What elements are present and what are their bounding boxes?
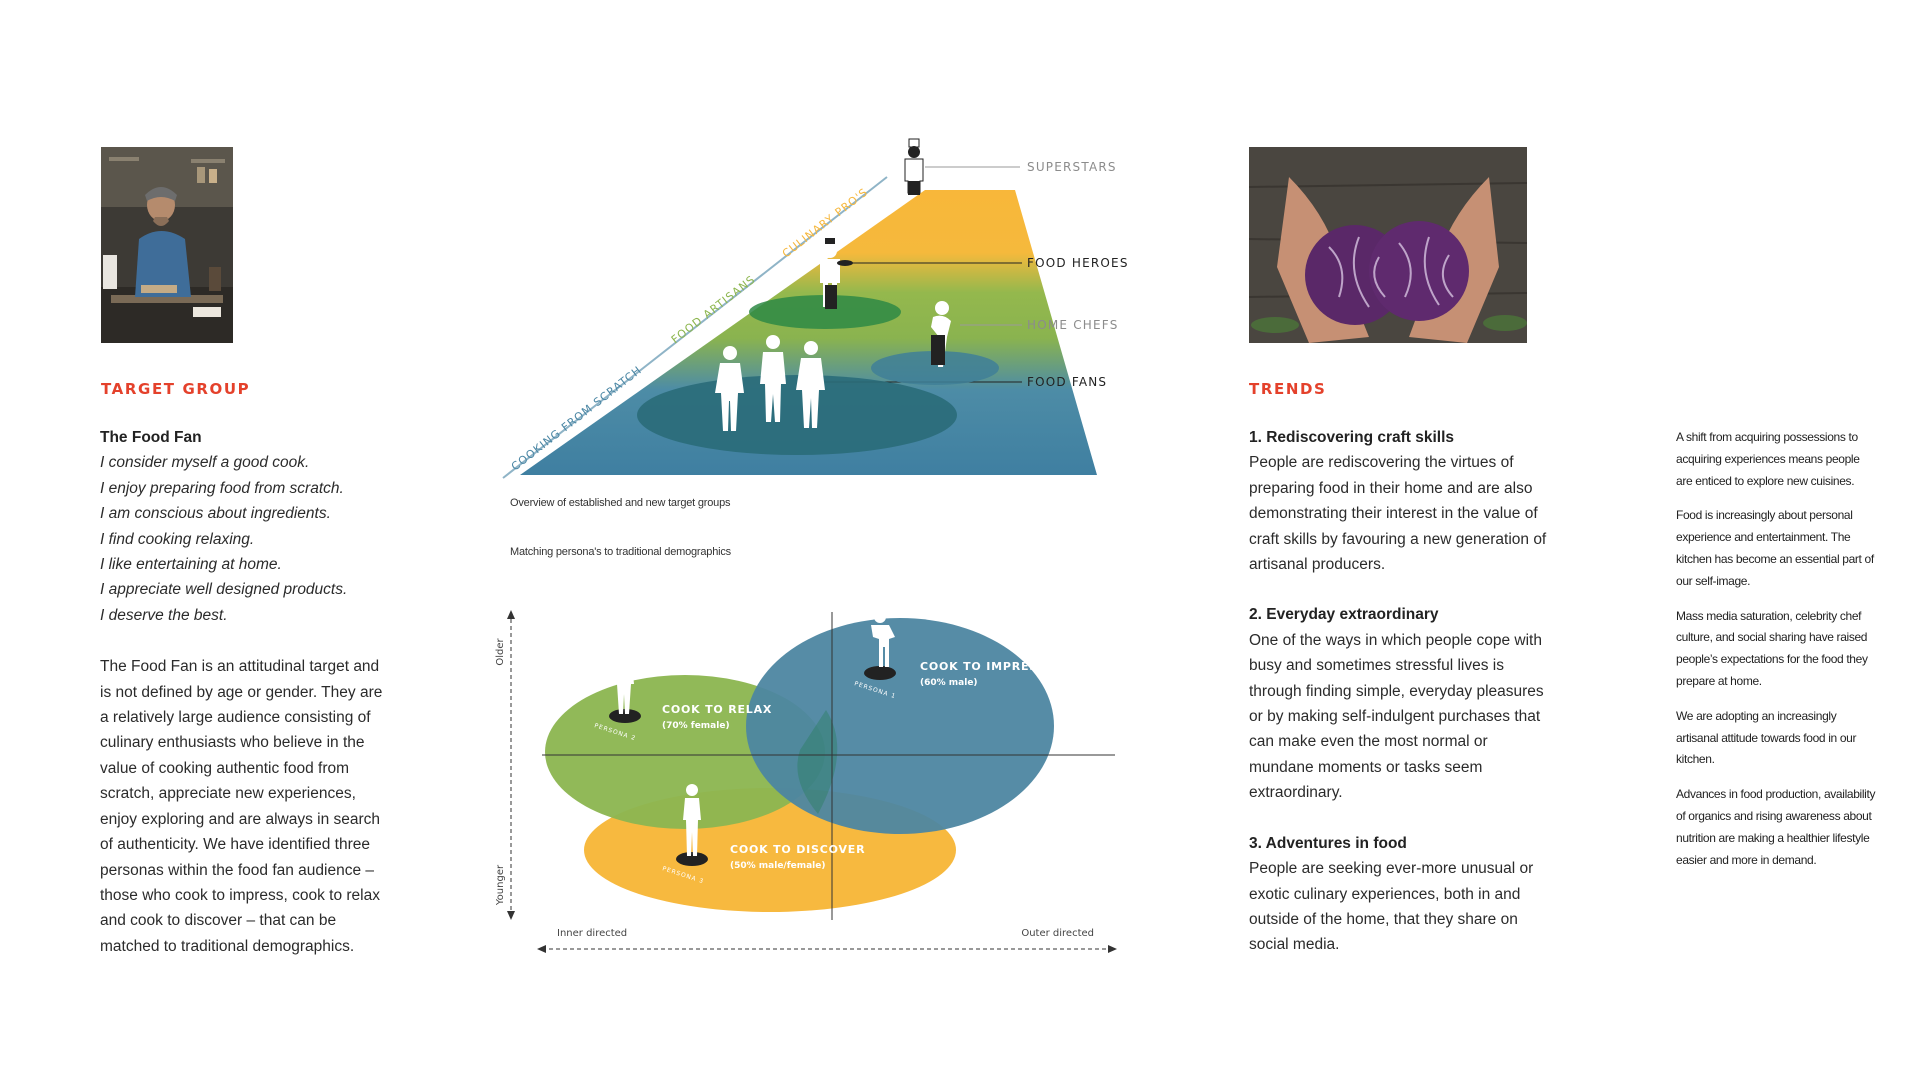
- persona-3-sub: (50% male/female): [730, 861, 826, 871]
- home-chef-figure: [931, 301, 951, 367]
- trend-title: 3. Adventures in food: [1249, 834, 1407, 852]
- persona-1-title: COOK TO IMPRESS: [920, 660, 1046, 673]
- side-note: Mass media saturation, celebrity chef cu…: [1676, 608, 1868, 688]
- trends-title: TRENDS: [1249, 380, 1327, 398]
- statement: I deserve the best.: [100, 606, 228, 624]
- food-fans-figures: [715, 335, 825, 431]
- cook-to-impress-ellipse: [746, 618, 1054, 834]
- persona-1-sub: (60% male): [920, 678, 978, 688]
- persona-heading: The Food Fan: [100, 429, 202, 446]
- statement: I enjoy preparing food from scratch.: [100, 479, 344, 497]
- trend-body: One of the ways in which people cope wit…: [1249, 631, 1544, 802]
- persona-2-title: COOK TO RELAX: [662, 703, 772, 716]
- cabbage-photo: [1249, 147, 1527, 343]
- food-fans-ellipse: [637, 375, 957, 455]
- side-note: We are adopting an increasingly artisana…: [1676, 708, 1857, 767]
- level-superstars: SUPERSTARS: [1027, 160, 1117, 174]
- side-notes: A shift from acquiring possessions to ac…: [1676, 427, 1876, 884]
- pyramid-caption: Overview of established and new target g…: [510, 497, 731, 509]
- side-note: A shift from acquiring possessions to ac…: [1676, 430, 1860, 488]
- axis-older: Older: [495, 637, 506, 665]
- trends-list: 1. Rediscovering craft skills People are…: [1249, 425, 1549, 983]
- trend-title: 2. Everyday extraordinary: [1249, 606, 1439, 624]
- axis-outer-directed: Outer directed: [1021, 928, 1094, 939]
- statement: I appreciate well designed products.: [100, 581, 348, 599]
- trend-body: People are seeking ever-more unusual or …: [1249, 860, 1534, 954]
- trend-item: 3. Adventures in food People are seeking…: [1249, 831, 1549, 958]
- statement: I like entertaining at home.: [100, 556, 282, 574]
- trend-item: 2. Everyday extraordinary One of the way…: [1249, 602, 1549, 805]
- home-chefs-ellipse: [871, 351, 999, 385]
- trend-title: 1. Rediscovering craft skills: [1249, 429, 1455, 446]
- trend-item: 1. Rediscovering craft skills People are…: [1249, 425, 1549, 577]
- target-group-title: TARGET GROUP: [101, 380, 251, 398]
- level-food-fans: FOOD FANS: [1027, 375, 1107, 389]
- statement: I consider myself a good cook.: [100, 454, 310, 472]
- food-hero-figure: [820, 238, 853, 309]
- persona-3-title: COOK TO DISCOVER: [730, 843, 865, 856]
- target-pyramid-diagram: SUPERSTARS FOOD HEROES HOME CHEFS FOOD F…: [502, 138, 1129, 479]
- level-food-heroes: FOOD HEROES: [1027, 256, 1129, 270]
- statement: I find cooking relaxing.: [100, 530, 255, 548]
- matrix-caption: Matching persona's to traditional demogr…: [510, 546, 731, 558]
- chef-photo: [101, 147, 233, 343]
- target-group-body: The Food Fan is an attitudinal target an…: [100, 658, 383, 955]
- persona-2-sub: (70% female): [662, 721, 730, 731]
- statement: I am conscious about ingredients.: [100, 505, 331, 523]
- superstar-figure: [904, 138, 924, 195]
- trend-body: People are rediscovering the virtues of …: [1249, 454, 1547, 574]
- food-heroes-ellipse: [749, 295, 901, 329]
- target-group-text: The Food Fan I consider myself a good co…: [100, 425, 390, 959]
- axis-younger: Younger: [495, 864, 506, 906]
- level-home-chefs: HOME CHEFS: [1027, 318, 1119, 332]
- side-note: Advances in food production, availabilit…: [1676, 787, 1876, 867]
- axis-inner-directed: Inner directed: [557, 928, 627, 939]
- side-note: Food is increasingly about personal expe…: [1676, 508, 1874, 588]
- persona-matrix-diagram: Older Younger Inner directed Outer direc…: [495, 610, 1117, 953]
